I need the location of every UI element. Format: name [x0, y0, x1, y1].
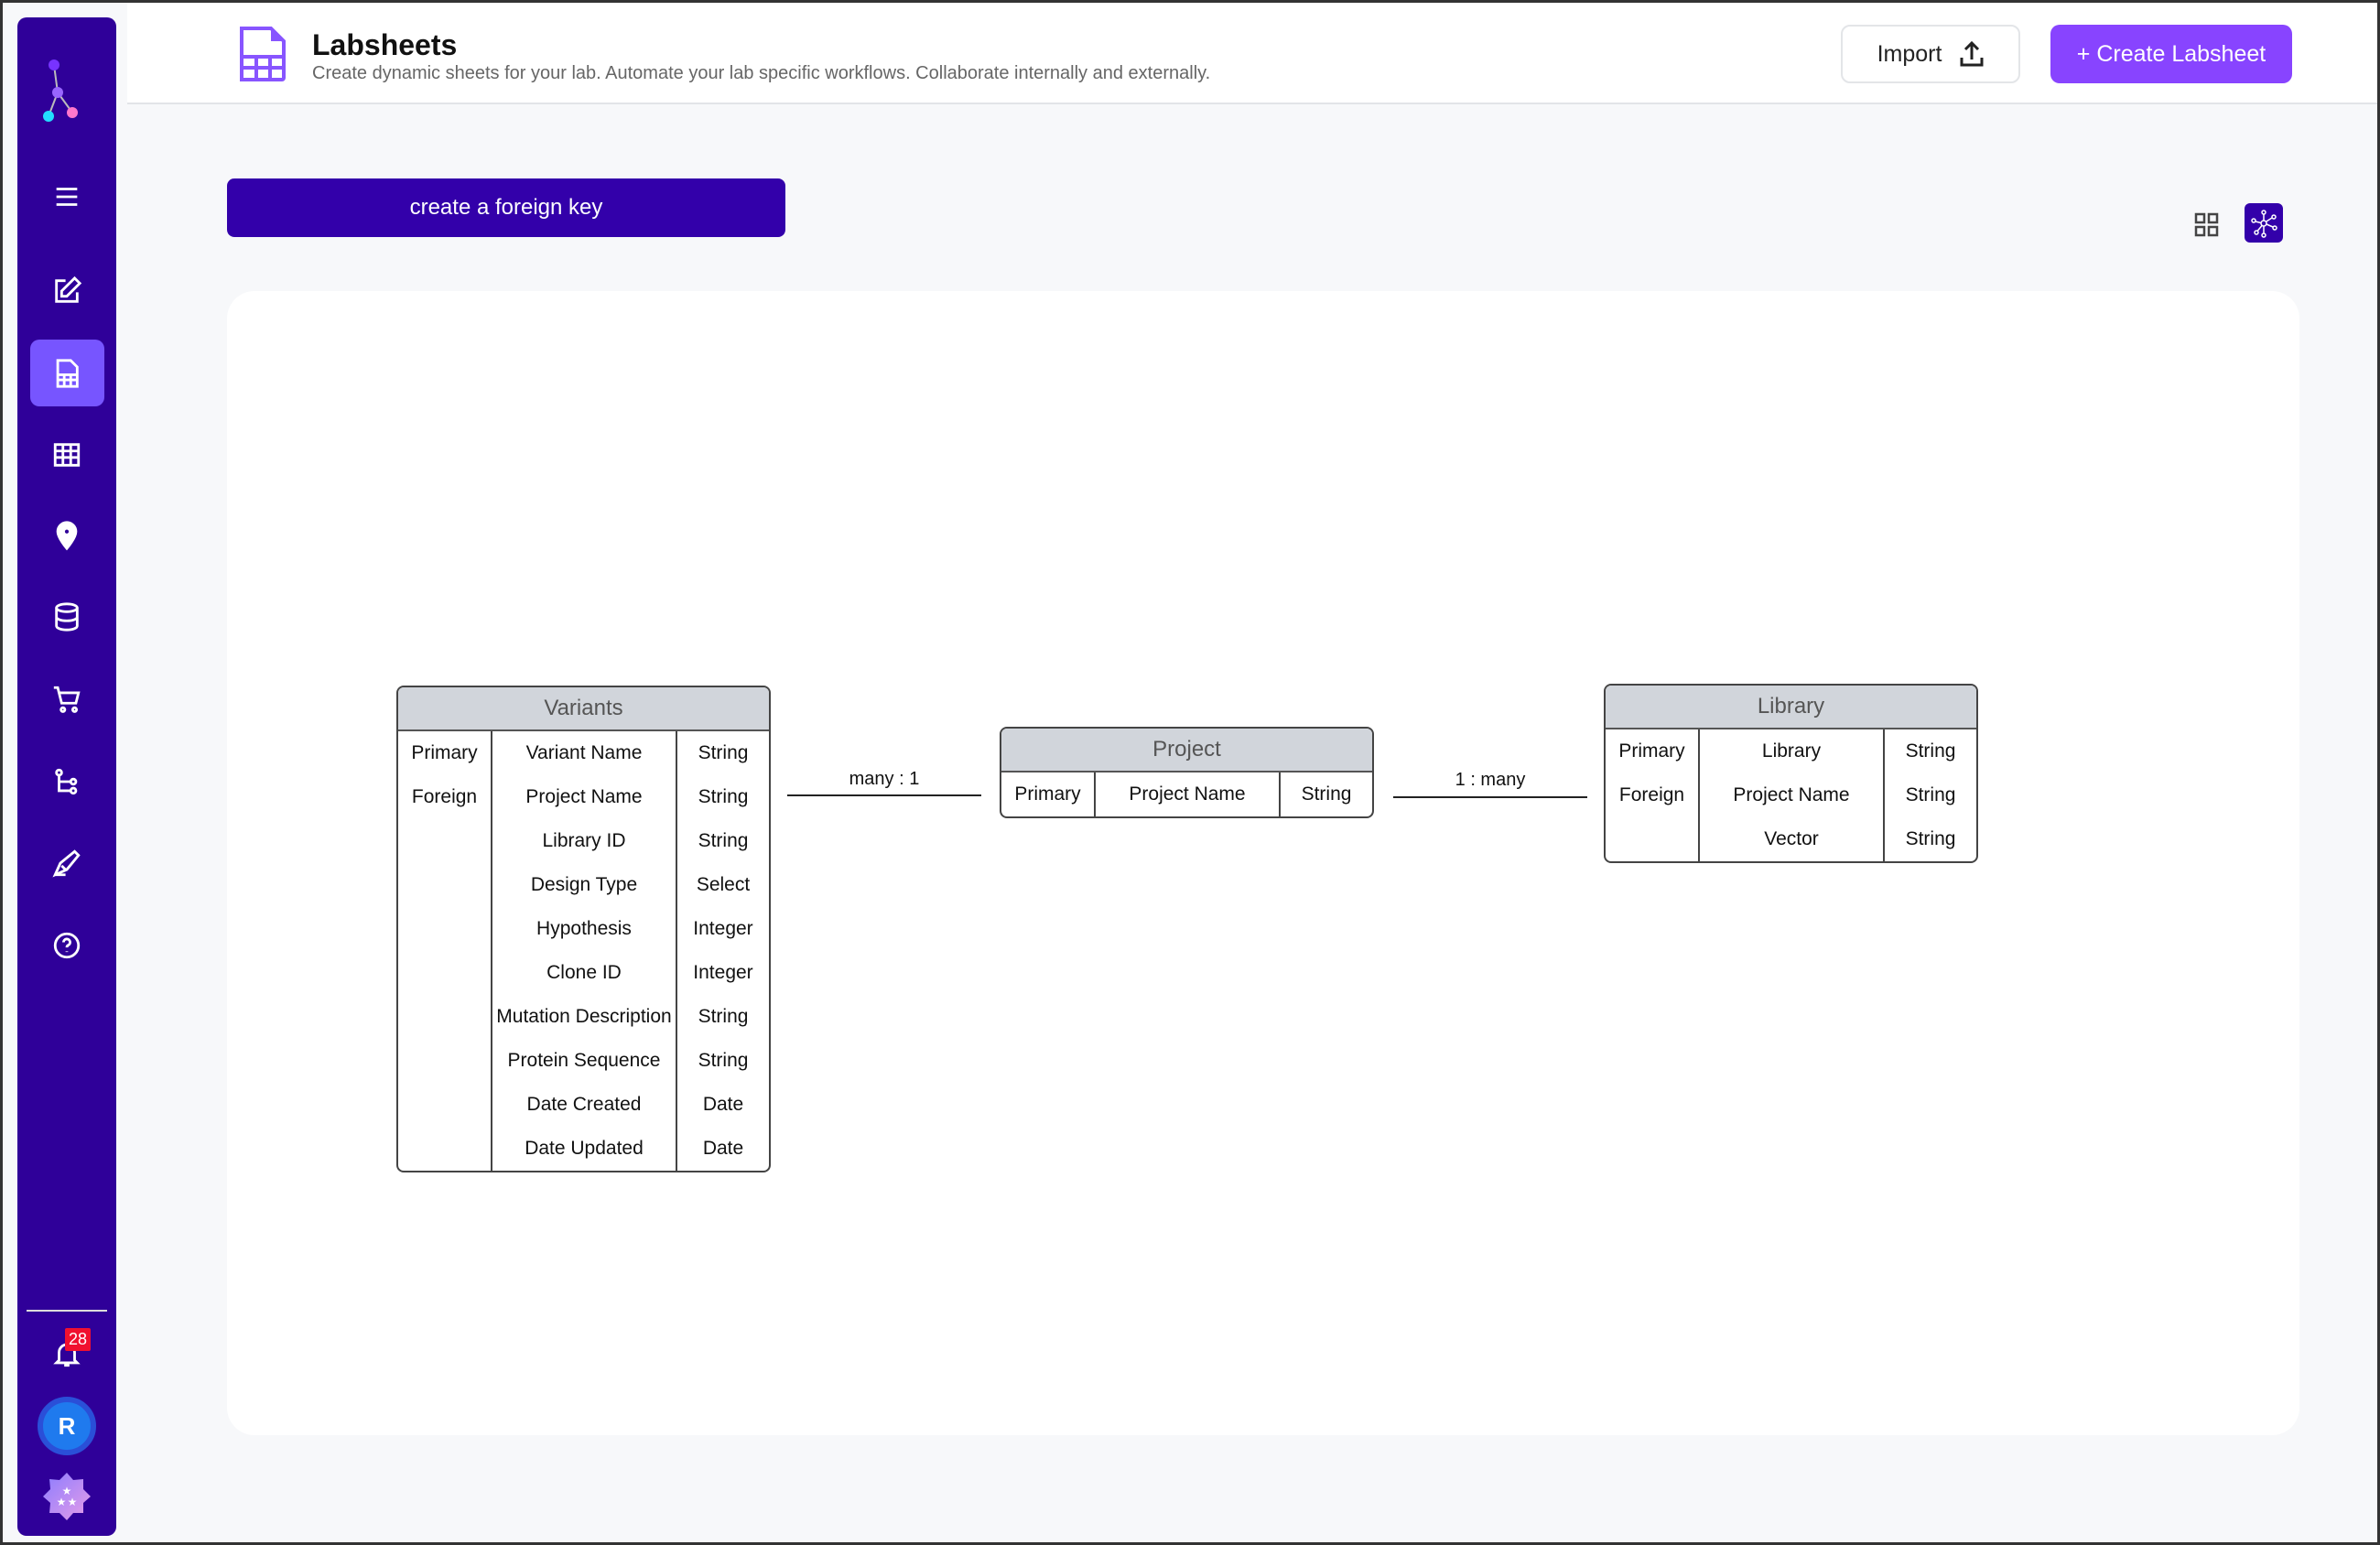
import-label: Import [1877, 40, 1942, 67]
cart-icon[interactable] [17, 672, 116, 727]
upload-icon [1960, 41, 1984, 67]
field-name-cell: Date Created [526, 1094, 642, 1115]
field-name-cell: Project Name [1129, 783, 1246, 805]
relation-line-project-library [1393, 796, 1587, 798]
field-type-cell: String [698, 1050, 749, 1071]
edit-icon[interactable] [17, 264, 116, 319]
key-cell: Foreign [1618, 784, 1685, 805]
field-type-cell: String [698, 786, 749, 807]
field-name-cell: Project Name [525, 786, 643, 807]
page-header: Labsheets Create dynamic sheets for your… [127, 3, 2377, 104]
logo-icon [43, 59, 78, 122]
field-name-cell: Vector [1764, 828, 1819, 849]
field-type-cell: Integer [693, 918, 753, 939]
key-cell: Primary [1014, 783, 1081, 805]
table-title: Library [1606, 686, 1976, 729]
field-type-cell: String [1905, 828, 1956, 849]
field-type-cell: String [1301, 783, 1352, 805]
help-icon[interactable] [17, 918, 116, 973]
relation-label: many : 1 [849, 769, 920, 789]
diagram-view-button[interactable] [2245, 203, 2283, 243]
svg-text:★: ★ [62, 1485, 72, 1497]
relation-line-variants-project [787, 794, 981, 796]
grid-view-icon[interactable] [2193, 211, 2221, 239]
import-button[interactable]: Import [1841, 25, 2020, 83]
avatar[interactable]: R [38, 1397, 96, 1455]
field-name-column: Project Name [1094, 772, 1281, 816]
key-cell: Primary [411, 742, 478, 763]
field-name-cell: Variant Name [525, 742, 643, 763]
key-cell: Primary [1618, 740, 1685, 762]
field-name-cell: Library [1761, 740, 1822, 762]
field-type-cell: String [698, 742, 749, 763]
field-name-cell: Date Updated [525, 1138, 644, 1159]
field-name-cell: Library ID [542, 830, 626, 851]
field-type-cell: String [1905, 740, 1956, 762]
field-name-cell: Hypothesis [536, 918, 632, 939]
sidebar-divider [27, 1310, 107, 1312]
svg-text:★: ★ [68, 1496, 78, 1508]
create-labsheet-button[interactable]: + Create Labsheet [2050, 25, 2292, 83]
network-icon [2251, 209, 2277, 238]
field-name-cell: Clone ID [546, 962, 622, 983]
field-type-cell: String [698, 830, 749, 851]
field-type-cell: Integer [693, 962, 753, 983]
labsheet-icon [240, 27, 286, 81]
sidebar-active-highlight [30, 340, 104, 406]
table-title: Project [1001, 729, 1372, 772]
field-type-column: String [1281, 772, 1372, 816]
grid-icon[interactable] [17, 427, 116, 482]
field-name-cell: Project Name [1733, 784, 1850, 805]
pen-icon[interactable] [17, 836, 116, 891]
svg-text:★: ★ [57, 1496, 67, 1508]
labsheet-icon[interactable] [17, 346, 116, 401]
key-column: Primary [1001, 772, 1094, 816]
database-icon[interactable] [17, 589, 116, 644]
field-name-cell: Mutation Description [496, 1006, 672, 1027]
premium-star-icon[interactable]: ★★★ [43, 1473, 91, 1520]
field-type-cell: String [698, 1006, 749, 1027]
key-cell: Foreign [411, 786, 478, 807]
notification-badge: 28 [65, 1328, 92, 1351]
field-name-cell: Design Type [530, 874, 638, 895]
location-icon[interactable] [17, 508, 116, 563]
field-type-cell: Date [702, 1138, 744, 1159]
page-subtitle: Create dynamic sheets for your lab. Auto… [312, 63, 1211, 83]
menu-icon[interactable] [17, 169, 116, 224]
table-title: Variants [398, 687, 769, 731]
field-type-cell: Date [702, 1094, 744, 1115]
field-type-cell: String [1905, 784, 1956, 805]
page-title: Labsheets [312, 28, 458, 61]
workflow-icon[interactable] [17, 754, 116, 809]
sidebar: 28 R ★★★ [17, 17, 116, 1536]
field-type-cell: Select [696, 874, 751, 895]
relation-label: 1 : many [1455, 770, 1526, 790]
create-foreign-key-button[interactable]: create a foreign key [227, 178, 785, 237]
field-name-cell: Protein Sequence [507, 1050, 661, 1071]
